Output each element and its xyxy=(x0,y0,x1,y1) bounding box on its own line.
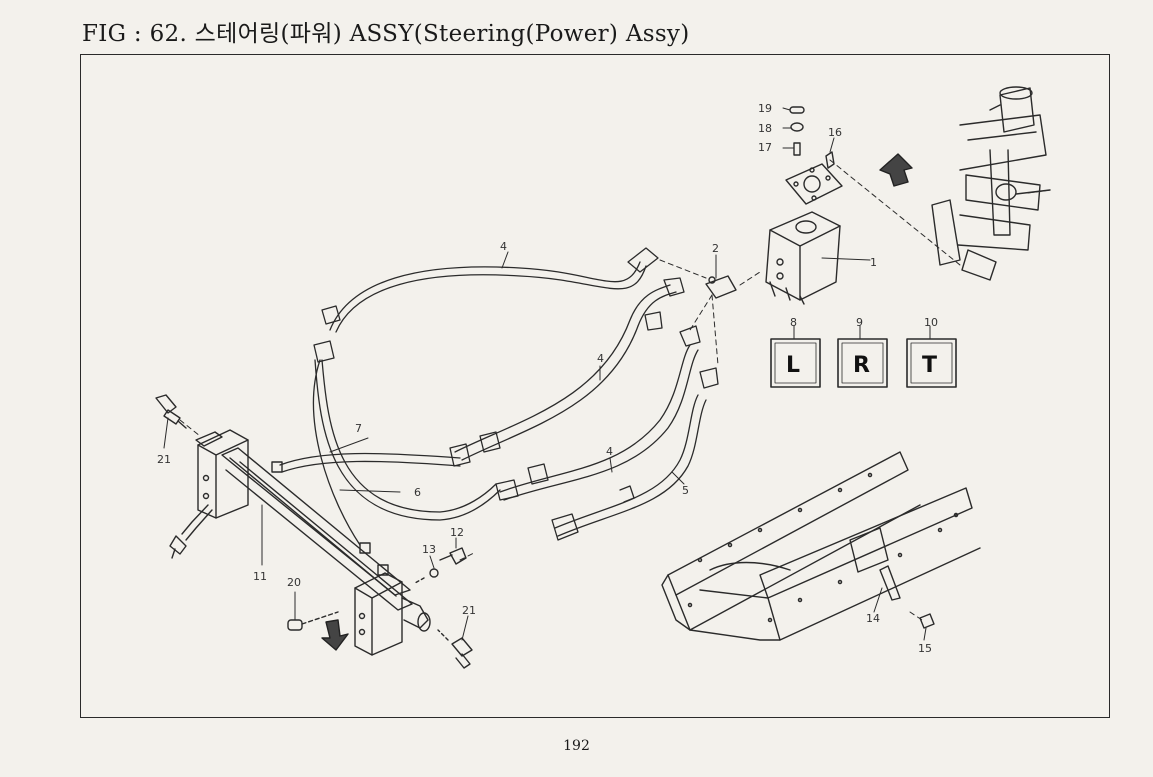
up-arrow-icon xyxy=(879,153,913,187)
kit-box-l-letter: L xyxy=(786,353,800,378)
callout-15: 15 xyxy=(918,642,932,655)
grease-nipple-lower xyxy=(437,629,473,669)
callout-1: 1 xyxy=(870,256,877,269)
callout-14: 14 xyxy=(866,612,880,625)
kit-box-t-letter: T xyxy=(922,353,937,378)
kit-boxes xyxy=(770,338,957,388)
fitting-2 xyxy=(705,275,737,299)
callout-2: 2 xyxy=(712,242,719,255)
callout-4c: 4 xyxy=(606,445,613,458)
chassis-frame xyxy=(661,451,981,641)
page-number: 192 xyxy=(563,738,590,754)
fitting-12-13 xyxy=(414,547,467,584)
grease-nipple-upper xyxy=(155,394,187,429)
callout-21a: 21 xyxy=(157,453,171,466)
callout-7: 7 xyxy=(355,422,362,435)
callout-16: 16 xyxy=(828,126,842,139)
callout-4a: 4 xyxy=(500,240,507,253)
callout-17: 17 xyxy=(758,141,772,154)
callout-11: 11 xyxy=(253,570,267,583)
callout-18: 18 xyxy=(758,122,772,135)
callout-12: 12 xyxy=(450,526,464,539)
callout-20: 20 xyxy=(287,576,301,589)
kit-box-r-letter: R xyxy=(853,353,870,378)
callout-9: 9 xyxy=(856,316,863,329)
leader-lines xyxy=(179,159,961,621)
axle-assembly xyxy=(169,429,431,656)
callout-19: 19 xyxy=(758,102,772,115)
diagram-frame xyxy=(80,54,1110,718)
hoses xyxy=(279,247,719,546)
callout-leaders xyxy=(163,107,1051,641)
callout-10: 10 xyxy=(924,316,938,329)
callout-labels: 1 2 4 4 4 5 6 7 8 9 10 11 12 13 14 15 16… xyxy=(157,102,938,655)
callout-6: 6 xyxy=(414,486,421,499)
down-arrow-icon xyxy=(321,619,349,651)
steering-unit xyxy=(765,106,843,305)
figure-title: FIG : 62. 스테어링(파워) ASSY(Steering(Power) … xyxy=(82,21,690,47)
callout-13: 13 xyxy=(422,543,436,556)
steering-column xyxy=(931,86,1051,281)
kit-box-letters: L R T xyxy=(786,353,937,378)
callout-21b: 21 xyxy=(462,604,476,617)
callout-5: 5 xyxy=(682,484,689,497)
callout-4b: 4 xyxy=(597,352,604,365)
callout-8: 8 xyxy=(790,316,797,329)
